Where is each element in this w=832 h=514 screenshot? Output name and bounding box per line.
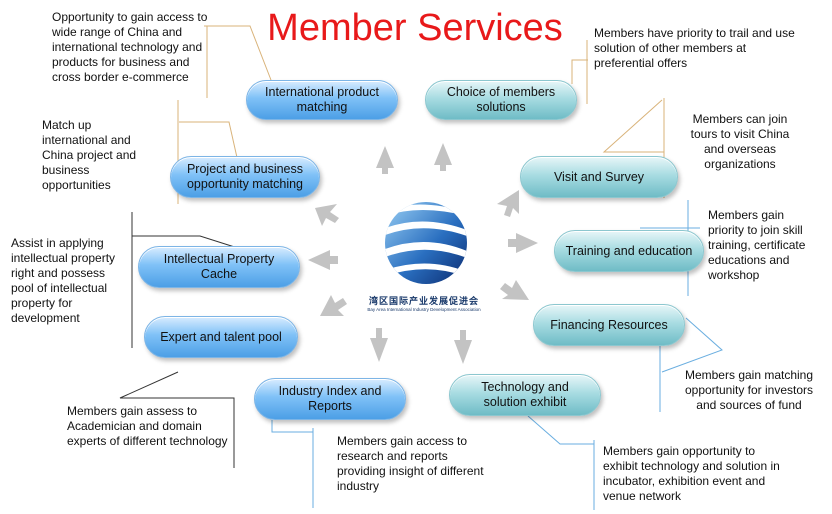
note-choice-solutions: Members have priority to trail and use s…	[594, 26, 795, 70]
service-industry-index-and-reports: Industry Index and Reports	[254, 378, 406, 420]
service-label: Training and education	[565, 243, 693, 258]
arrow-up-left-icon	[376, 146, 394, 174]
service-financing-resources: Financing Resources	[533, 304, 685, 346]
connector-industry-index	[271, 420, 313, 433]
connector-project-matching	[179, 121, 239, 163]
service-label: Project and business opportunity matchin…	[186, 162, 304, 191]
arrow-left-icon	[308, 250, 338, 270]
connector-expert-pool	[119, 371, 235, 468]
arrow-up-right-icon	[434, 143, 452, 171]
arrow-lower-right-icon	[500, 280, 529, 300]
note-international-product-matching: Opportunity to gain access to wide range…	[52, 10, 208, 84]
note-expert-pool: Members gain assess to Academician and d…	[67, 404, 228, 448]
note-industry-index: Members gain access to research and repo…	[337, 434, 484, 493]
arrow-down-right-icon	[454, 330, 472, 364]
service-intellectual-property-cache: Intellectual Property Cache	[138, 246, 300, 288]
service-international-product-matching: International product matching	[246, 80, 398, 120]
logo-name-english: Bay Area International Industry Developm…	[367, 307, 481, 312]
service-label: Expert and talent pool	[160, 329, 282, 344]
service-technology-and-solution-exhibit: Technology and solution exhibit	[449, 374, 601, 416]
service-label: Industry Index and Reports	[278, 384, 382, 413]
service-label: Technology and solution exhibit	[481, 380, 569, 409]
connector-technology-exhibit	[527, 415, 594, 445]
service-training-and-education: Training and education	[554, 230, 704, 272]
connector-financing	[661, 317, 723, 373]
service-label: Choice of members solutions	[446, 85, 556, 114]
note-project-matching: Match up international and China project…	[42, 118, 137, 192]
note-technology-exhibit: Members gain opportunity to exhibit tech…	[603, 444, 780, 503]
note-intellectual-property: Assist in applying intellectual property…	[11, 236, 116, 325]
service-label: International product matching	[265, 85, 379, 114]
connector-choice-solutions	[571, 59, 588, 84]
arrow-upper-left-icon	[315, 204, 339, 226]
service-label: Intellectual Property Cache	[163, 252, 275, 281]
arrow-down-left-icon	[370, 328, 388, 362]
service-label: Visit and Survey	[553, 169, 645, 184]
service-choice-of-members-solutions: Choice of members solutions	[425, 80, 577, 120]
service-project-and-business-opportunity-matching: Project and business opportunity matchin…	[170, 156, 320, 198]
arrow-lower-left-icon	[320, 295, 347, 316]
note-financing: Members gain matching opportunity for in…	[684, 368, 814, 412]
arrow-right-icon	[508, 233, 538, 253]
note-visit: Members can join tours to visit China an…	[690, 112, 790, 171]
service-visit-and-survey: Visit and Survey	[520, 156, 678, 198]
diagram-title: Member Services	[267, 7, 563, 49]
connector-visit	[602, 99, 664, 153]
note-training: Members gain priority to join skill trai…	[708, 208, 806, 282]
globe-logo-icon	[385, 202, 467, 284]
service-label: Financing Resources	[550, 317, 668, 332]
logo-name-chinese: 湾区国际产业发展促进会	[368, 296, 479, 306]
service-expert-and-talent-pool: Expert and talent pool	[144, 316, 298, 358]
arrow-upper-right-icon	[497, 190, 519, 217]
connector-intellectual-property	[132, 235, 245, 251]
connector-international-product	[204, 25, 272, 81]
